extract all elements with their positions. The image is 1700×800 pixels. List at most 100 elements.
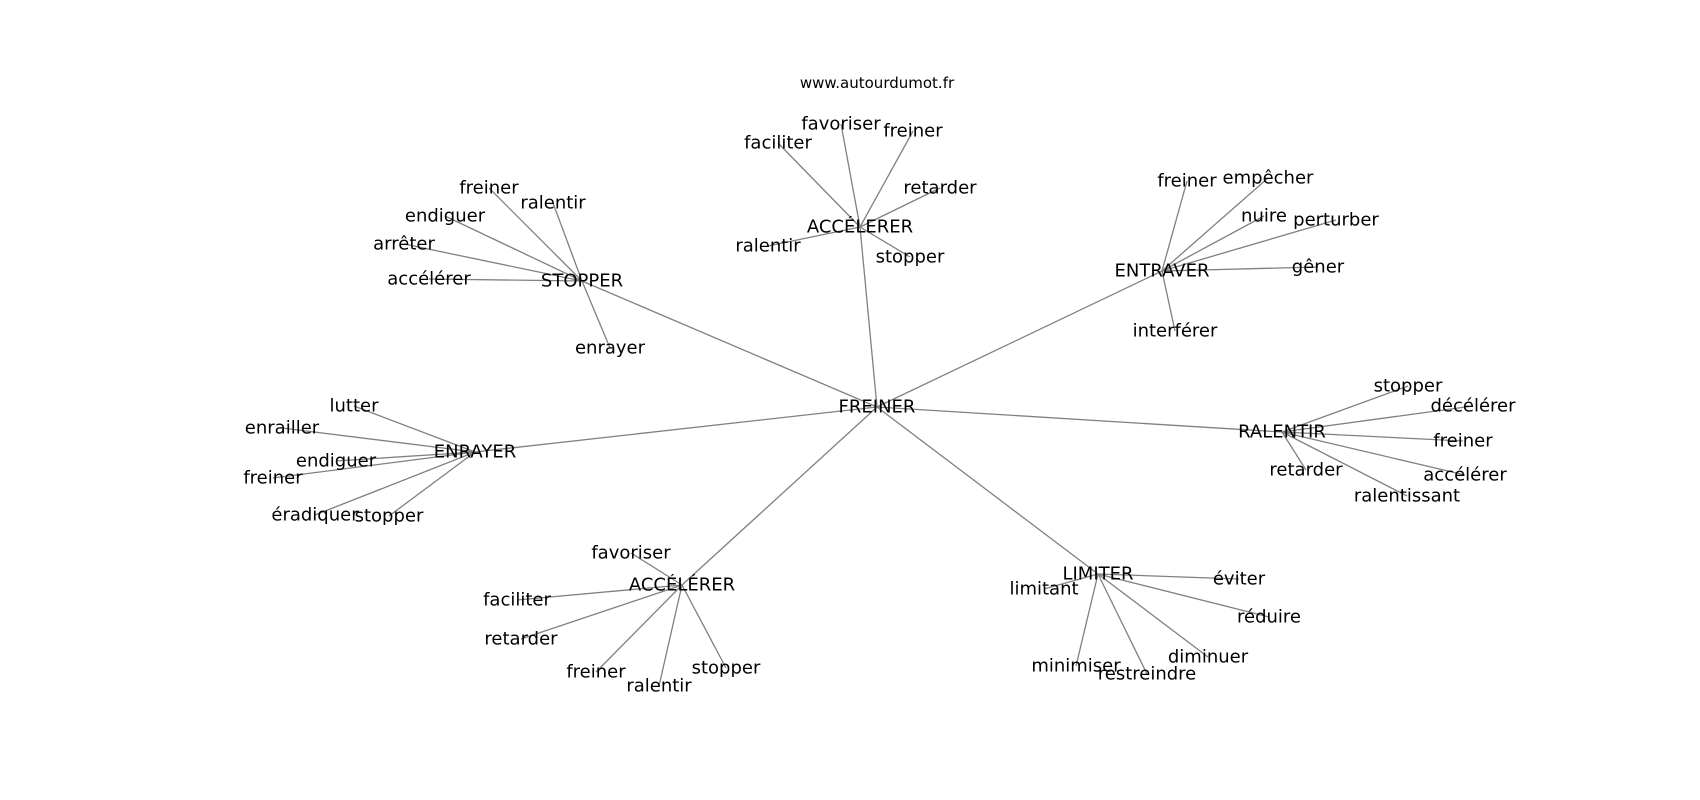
- source-url: www.autourdumot.fr: [800, 74, 955, 92]
- edge-accelerer-retarder: [520, 584, 683, 640]
- node-leaf-accelerer-retarder[interactable]: retarder: [903, 178, 977, 199]
- node-leaf-stopper-freiner[interactable]: freiner: [459, 178, 519, 199]
- edge-stopper-enrayer: [581, 280, 611, 349]
- node-leaf-accelerer-favoriser[interactable]: favoriser: [591, 543, 671, 564]
- node-leaf-limiter-restreindre[interactable]: restreindre: [1098, 664, 1197, 685]
- node-leaf-limiter-reduire[interactable]: réduire: [1237, 607, 1301, 628]
- node-leaf-entraver-freiner[interactable]: freiner: [1157, 171, 1217, 192]
- edge-center-stopper: [581, 280, 878, 408]
- node-leaf-accelerer-faciliter[interactable]: faciliter: [744, 133, 812, 154]
- edge-stopper-freiner: [488, 187, 583, 282]
- node-leaf-limiter-limitant[interactable]: limitant: [1009, 579, 1078, 600]
- node-hub-entraver[interactable]: ENTRAVER: [1115, 261, 1210, 282]
- node-leaf-accelerer-favoriser[interactable]: favoriser: [801, 114, 881, 135]
- node-leaf-stopper-enrayer[interactable]: enrayer: [575, 338, 646, 359]
- edge-ralentir-stopper: [1281, 385, 1409, 433]
- edge-entraver-freiner: [1161, 180, 1188, 272]
- edge-center-enrayer: [474, 406, 878, 453]
- node-leaf-entraver-gener[interactable]: gêner: [1292, 257, 1345, 278]
- edge-accelerer-faciliter: [516, 584, 683, 601]
- edge-limiter-restreindre: [1097, 573, 1148, 675]
- node-leaf-accelerer-faciliter[interactable]: faciliter: [483, 590, 551, 611]
- node-leaf-limiter-diminuer[interactable]: diminuer: [1168, 647, 1249, 668]
- node-leaf-enrayer-eradiquer[interactable]: éradiquer: [271, 505, 359, 526]
- edge-limiter-minimiser: [1075, 573, 1099, 667]
- edge-limiter-diminuer: [1097, 573, 1209, 658]
- node-leaf-accelerer-retarder[interactable]: retarder: [484, 629, 558, 650]
- node-leaf-limiter-eviter[interactable]: éviter: [1213, 569, 1266, 590]
- node-leaf-ralentir-decelerer[interactable]: décélérer: [1430, 396, 1516, 417]
- edge-limiter-limitant: [1043, 573, 1099, 590]
- edge-accelerer-ralentir: [767, 226, 861, 247]
- node-leaf-entraver-nuire[interactable]: nuire: [1241, 206, 1287, 227]
- edge-limiter-eviter: [1097, 573, 1240, 580]
- edge-center-limiter: [876, 406, 1099, 575]
- edge-ralentir-accelerer: [1281, 431, 1466, 476]
- edge-ralentir-retarder: [1281, 431, 1307, 471]
- node-hub-ralentir[interactable]: RALENTIR: [1238, 422, 1326, 443]
- node-leaf-stopper-accelerer[interactable]: accélérer: [387, 269, 471, 290]
- edge-enrayer-freiner: [272, 451, 476, 479]
- node-leaf-accelerer-stopper[interactable]: stopper: [692, 658, 761, 679]
- edge-entraver-empecher: [1161, 177, 1269, 272]
- edge-stopper-accelerer: [428, 278, 583, 282]
- edge-entraver-perturber: [1161, 219, 1337, 272]
- edge-entraver-gener: [1161, 266, 1319, 272]
- edge-entraver-nuire: [1161, 215, 1265, 272]
- node-leaf-stopper-ralentir[interactable]: ralentir: [520, 193, 586, 214]
- edge-accelerer-freiner: [595, 584, 683, 673]
- node-leaf-enrayer-lutter[interactable]: lutter: [330, 396, 380, 417]
- edge-entraver-interferer: [1161, 270, 1176, 332]
- edge-accelerer-favoriser: [630, 552, 683, 586]
- edge-stopper-endiguer: [444, 215, 583, 282]
- node-leaf-accelerer-freiner[interactable]: freiner: [566, 662, 626, 683]
- edge-accelerer-freiner: [859, 130, 914, 228]
- node-leaf-accelerer-stopper[interactable]: stopper: [876, 247, 945, 268]
- node-leaf-entraver-perturber[interactable]: perturber: [1293, 210, 1379, 231]
- edge-accelerer-favoriser: [840, 123, 861, 228]
- node-leaf-enrayer-stopper[interactable]: stopper: [355, 506, 424, 527]
- node-leaf-enrayer-enrailler[interactable]: enrailler: [245, 418, 320, 439]
- edge-ralentir-ralentissant: [1281, 431, 1408, 497]
- node-center-freiner[interactable]: FREINER: [839, 397, 916, 418]
- node-hub-limiter[interactable]: LIMITER: [1062, 564, 1133, 585]
- node-leaf-ralentir-accelerer[interactable]: accélérer: [1423, 465, 1507, 486]
- edge-accelerer-retarder: [859, 187, 941, 228]
- edge-accelerer-stopper: [859, 226, 911, 258]
- node-hub-accelerer[interactable]: ACCÉLÉRER: [629, 574, 735, 596]
- node-hub-enrayer[interactable]: ENRAYER: [434, 442, 516, 463]
- node-leaf-accelerer-ralentir[interactable]: ralentir: [735, 236, 801, 257]
- edge-accelerer-ralentir: [658, 584, 683, 687]
- node-leaf-enrayer-endiguer[interactable]: endiguer: [296, 451, 377, 472]
- edge-center-ralentir: [876, 406, 1283, 433]
- node-leaf-accelerer-freiner[interactable]: freiner: [883, 121, 943, 142]
- edge-enrayer-endiguer: [335, 451, 476, 462]
- node-leaf-ralentir-stopper[interactable]: stopper: [1374, 376, 1443, 397]
- node-leaf-stopper-endiguer[interactable]: endiguer: [405, 206, 486, 227]
- node-leaf-stopper-arreter[interactable]: arrêter: [373, 234, 435, 255]
- edge-enrayer-enrailler: [281, 427, 476, 453]
- node-leaf-limiter-minimiser[interactable]: minimiser: [1031, 656, 1121, 677]
- node-leaf-accelerer-ralentir[interactable]: ralentir: [626, 676, 692, 697]
- edge-center-entraver: [876, 270, 1163, 408]
- node-leaf-ralentir-ralentissant[interactable]: ralentissant: [1354, 486, 1460, 507]
- edge-enrayer-eradiquer: [314, 451, 476, 516]
- edge-center-accelerer: [681, 406, 878, 586]
- edge-stopper-ralentir: [552, 202, 583, 282]
- edge-center-accelerer: [859, 226, 878, 408]
- node-leaf-entraver-empecher[interactable]: empêcher: [1223, 168, 1314, 189]
- node-hub-accelerer[interactable]: ACCÉLERER: [807, 216, 913, 238]
- edge-accelerer-faciliter: [777, 142, 861, 228]
- edge-enrayer-lutter: [353, 405, 476, 453]
- edges: [272, 123, 1474, 687]
- labels: FREINERSTOPPERfreinerralentirendiguerarr…: [243, 114, 1516, 697]
- node-leaf-enrayer-freiner[interactable]: freiner: [243, 468, 303, 489]
- node-leaf-ralentir-freiner[interactable]: freiner: [1433, 431, 1493, 452]
- node-hub-stopper[interactable]: STOPPER: [541, 271, 623, 292]
- edge-ralentir-decelerer: [1281, 405, 1474, 433]
- edge-limiter-reduire: [1097, 573, 1270, 618]
- node-leaf-entraver-interferer[interactable]: interférer: [1133, 321, 1218, 342]
- node-leaf-ralentir-retarder[interactable]: retarder: [1269, 460, 1343, 481]
- edge-stopper-arreter: [403, 243, 583, 282]
